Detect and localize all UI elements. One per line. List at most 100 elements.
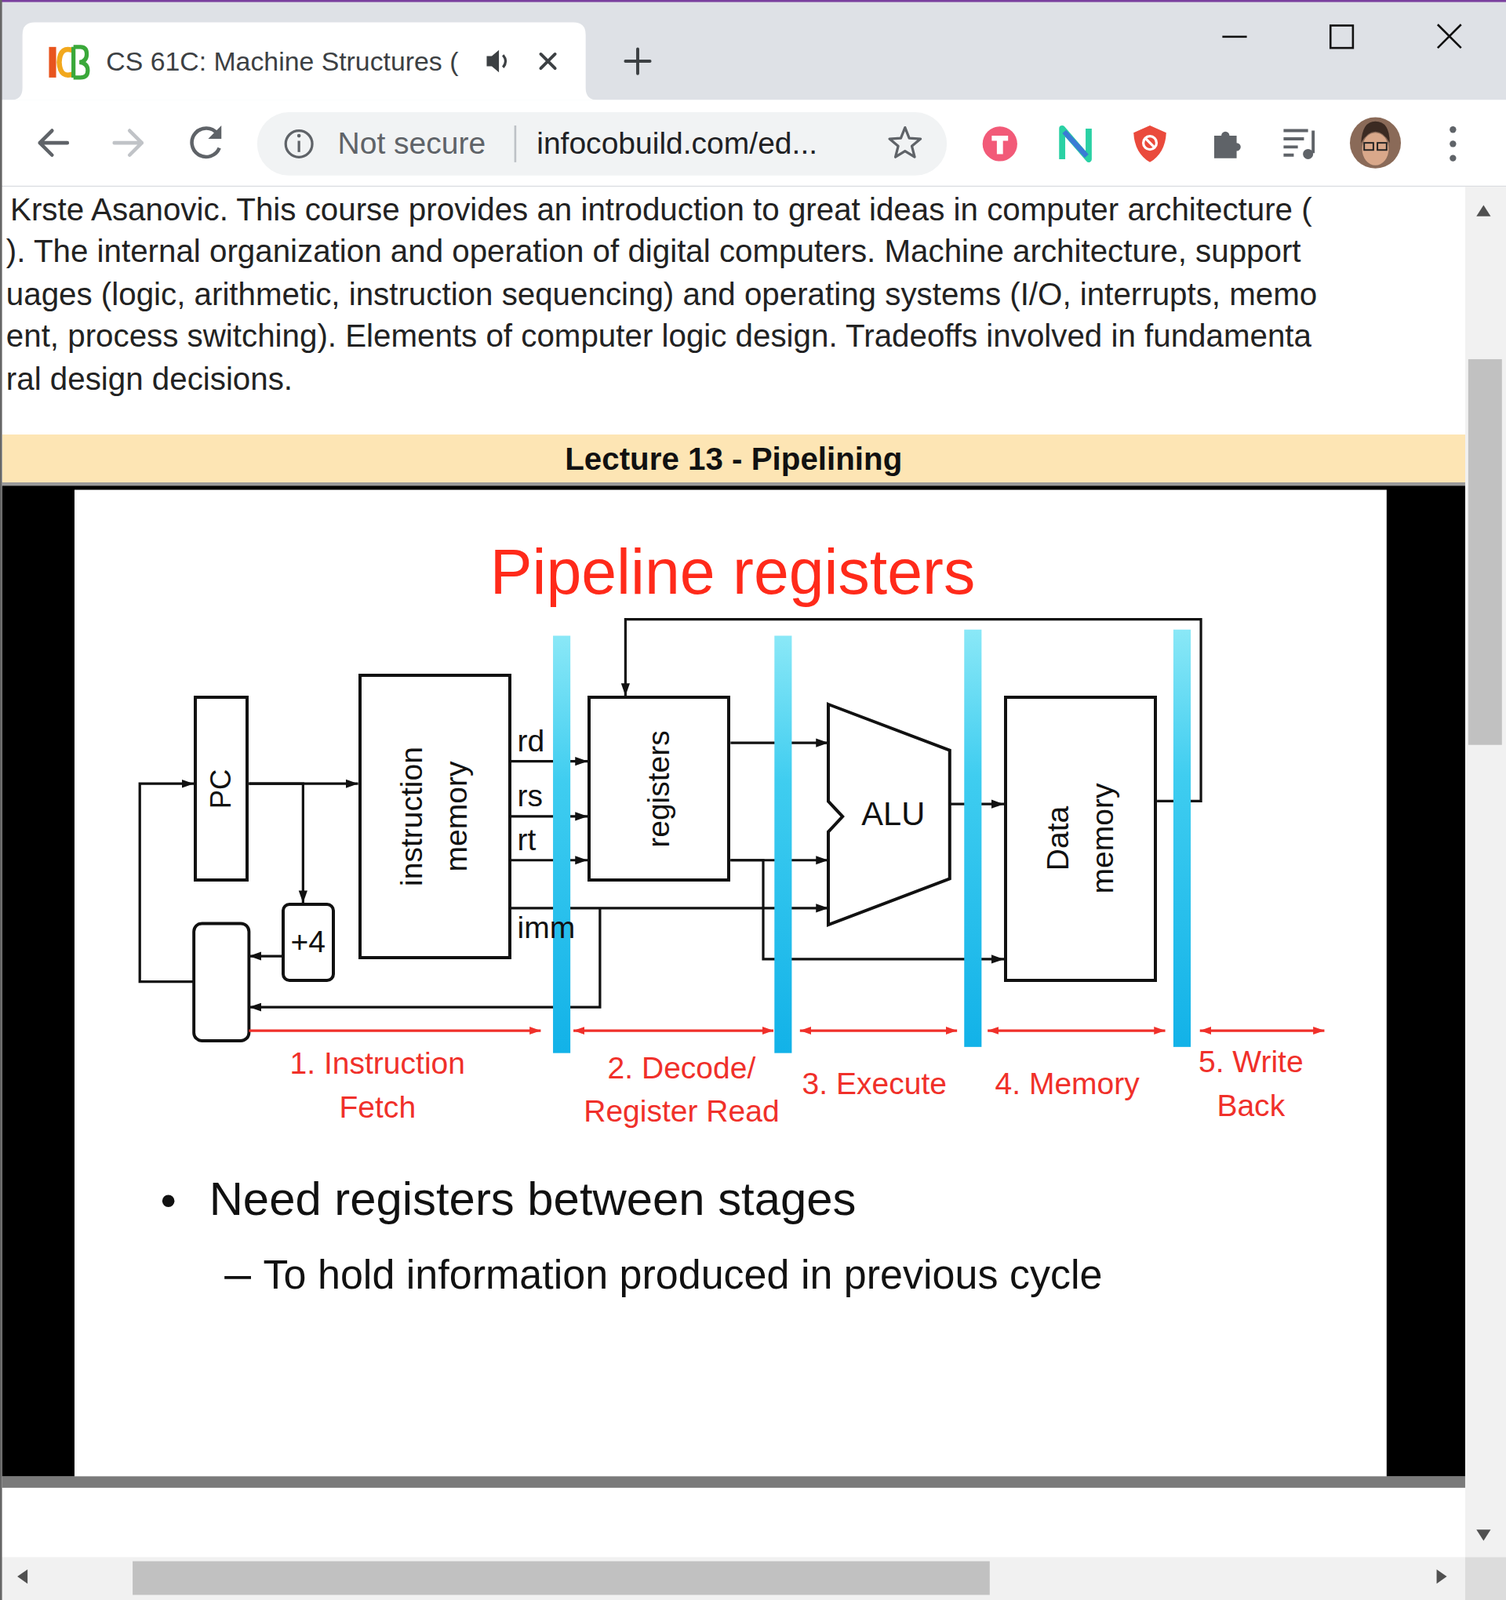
stage-label: 4. Memory [995,1062,1140,1106]
extension-icon [991,135,1008,154]
video-bar [2,1476,1466,1488]
window-border [0,0,1506,3]
browser-tab: CS 61C: Machine Structures ( [22,22,586,101]
course-description: ral design decisions. [6,360,293,397]
reload-icon [207,125,222,139]
stage-arrow [987,1029,1165,1032]
extension-icon [1062,128,1089,160]
block-label: PC [204,768,238,809]
security-status: Not secure [338,126,487,162]
lecture-banner: Lecture 13 - Pipelining [2,434,1466,483]
register-file: registers [587,695,731,882]
address-bar: Not secure infocobuild.com/ed... [257,112,947,176]
bullet-text: Need registers between stages [209,1171,857,1226]
avatar [1362,132,1390,166]
slide [74,489,1387,1477]
bullet [224,1276,251,1280]
vertical-scrollbar [1465,186,1506,1557]
wire [248,954,282,957]
stage-label: 2. Decode/ Register Read [571,1046,792,1135]
info-icon [298,141,301,153]
extension-icon [982,126,1018,161]
separator [514,125,517,163]
scroll-thumb [132,1561,990,1596]
minimize-icon [1222,36,1247,39]
toolbar-border [0,185,1506,187]
tab-shape [10,22,598,101]
avatar [1377,142,1387,150]
block-label: instruction memory [390,732,480,902]
new-tab-icon [625,48,650,73]
video-frame [2,485,1466,1477]
stage-label: 1. Instruction Fetch [270,1041,485,1130]
signal-name: imm [516,911,575,946]
title-bar [0,0,1506,101]
wire [248,783,303,903]
instruction-memory: instruction memory [358,673,512,960]
close-tab-icon [540,54,555,69]
close-window-icon [1437,24,1462,48]
extensions-icon [1214,131,1241,159]
speaker-icon [486,50,499,73]
scroll-arrow [1476,205,1491,217]
stage-arrow [573,1029,774,1032]
bookmark-star [889,127,921,158]
wire [511,760,589,763]
signal-name: rd [516,724,545,759]
url: infocobuild.com/ed... [536,126,818,162]
block-label: Data memory [1036,777,1125,900]
alu-outline [828,704,950,925]
bullet-text: To hold information produced in previous… [263,1251,1103,1299]
stage-arrow [248,1029,541,1032]
menu-icon [1449,154,1456,161]
course-description: Krste Asanovic. This course provides an … [10,191,1313,228]
scroll-arrow [1476,1529,1491,1541]
scroll-arrow [17,1569,28,1584]
slide-title: Pipeline registers [490,534,976,608]
pc-register: PC [193,695,249,882]
avatar [1364,142,1374,150]
course-description: ). The internal organization and operati… [6,232,1302,270]
avatar [1360,121,1390,143]
back-icon [40,130,68,156]
info-icon [285,130,313,158]
tab-title: CS 61C: Machine Structures ( [105,46,459,77]
stage-arrow [800,1029,957,1032]
media-icon [1302,149,1314,160]
course-description: uages (logic, arithmetic, instruction se… [6,276,1317,313]
pipeline-register [552,636,571,1054]
wire [139,783,194,982]
favicon [48,47,56,78]
favicon [73,47,88,78]
adder: +4 [281,902,335,982]
pipeline-register [963,629,982,1048]
multiplexer [193,923,249,1041]
block-label: ALU [861,795,925,834]
address-bar-shape [257,112,947,176]
block-label: +4 [291,924,326,961]
menu-icon [1449,140,1456,147]
avatar [1349,117,1401,169]
menu-icon [1449,126,1456,133]
data-memory: Data memory [1004,695,1157,982]
wire [511,858,589,862]
signal-name: rt [516,823,536,858]
wire [511,814,589,818]
extension-icon [1064,131,1088,157]
stage-label: 5. Write Back [1174,1040,1328,1128]
forward-icon [114,130,142,156]
window-border [0,0,3,1600]
lecture-title: Lecture 13 - Pipelining [564,440,903,477]
extension-icon [1145,138,1156,149]
alu: ALU [828,704,950,925]
extension-icon [1143,136,1157,150]
pipeline-register [774,636,792,1054]
stage-arrow [1200,1029,1325,1032]
horizontal-scrollbar [2,1556,1466,1600]
course-description: ent, process switching). Elements of com… [6,317,1312,354]
scroll-thumb [1468,359,1503,746]
block-label: registers [641,730,677,848]
speaker-icon [502,54,506,68]
scroll-arrow [1436,1569,1448,1584]
